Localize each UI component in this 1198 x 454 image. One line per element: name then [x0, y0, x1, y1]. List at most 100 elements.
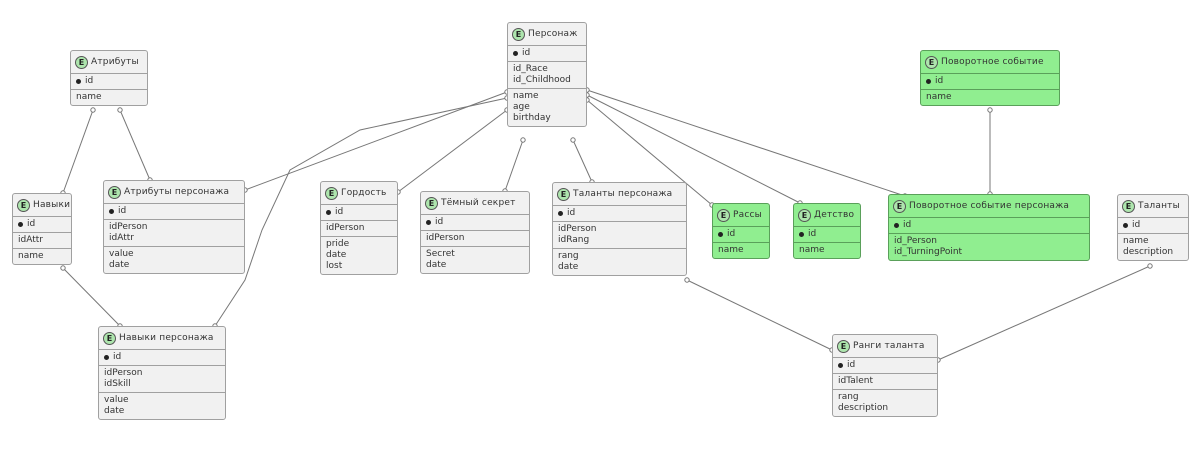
entity-title: Поворотное событие персонажа — [909, 201, 1070, 211]
relation-person-to-races — [586, 99, 713, 206]
primary-key-icon — [104, 355, 109, 360]
field: lost — [326, 261, 343, 271]
relation-person-talents-to-talent-ranks — [686, 279, 833, 351]
field: birthday — [513, 113, 551, 123]
primary-key-field: id — [567, 208, 576, 218]
entity-icon: E — [1122, 199, 1135, 213]
field: name — [718, 245, 744, 255]
field: name — [18, 251, 44, 261]
entity-icon: E — [103, 331, 116, 345]
entity-icon: E — [893, 199, 906, 213]
field: idPerson — [104, 368, 143, 378]
primary-key-field: id — [522, 48, 531, 58]
entity-icon: E — [512, 27, 525, 41]
primary-key-field: id — [85, 76, 94, 86]
entity-title: Навыки персонажа — [119, 333, 214, 343]
field: date — [109, 260, 130, 270]
field: name — [76, 92, 102, 102]
field: idSkill — [104, 379, 131, 389]
entity-title: Рассы — [733, 210, 762, 220]
primary-key-icon — [894, 223, 899, 228]
edge-endpoint-marker — [987, 107, 993, 113]
primary-key-field: id — [113, 352, 122, 362]
entity-title: Атрибуты — [91, 57, 139, 67]
entity-title: Детство — [814, 210, 855, 220]
primary-key-field: id — [935, 76, 944, 86]
edge-endpoint-marker — [684, 277, 690, 283]
edge-endpoint-marker — [520, 137, 526, 143]
field: name — [926, 92, 952, 102]
field: id_Race — [513, 64, 548, 74]
primary-key-field: id — [727, 229, 736, 239]
edge-endpoint-marker — [1147, 263, 1153, 269]
primary-key-icon — [326, 210, 331, 215]
field: date — [104, 406, 125, 416]
primary-key-field: id — [847, 360, 856, 370]
entity-icon: E — [17, 198, 30, 212]
entity-icon: E — [798, 208, 811, 222]
primary-key-icon — [109, 209, 114, 214]
entity-title: Ранги таланта — [853, 341, 925, 351]
relation-attributes-to-person-attributes — [119, 109, 151, 181]
primary-key-icon — [558, 211, 563, 216]
entity-title: Персонаж — [528, 29, 578, 39]
field: name — [799, 245, 825, 255]
entity-icon: E — [557, 187, 570, 201]
field: date — [558, 262, 579, 272]
field: date — [326, 250, 347, 260]
entity-icon: E — [925, 55, 938, 69]
field: Secret — [426, 249, 455, 259]
relation-person-to-person-skills — [214, 97, 508, 327]
entity-title: Таланты — [1138, 201, 1180, 211]
entity-title: Тёмный секрет — [441, 198, 516, 208]
field: idAttr — [18, 235, 43, 245]
field: description — [1123, 247, 1174, 257]
entity-title: Гордость — [341, 188, 387, 198]
field: idPerson — [109, 222, 148, 232]
field: idRang — [558, 235, 590, 245]
relation-person-to-dark-secret — [504, 139, 524, 192]
relation-attributes-to-skills — [62, 109, 94, 194]
field: rang — [838, 392, 859, 402]
primary-key-icon — [1123, 223, 1128, 228]
entity-title: Поворотное событие — [941, 57, 1044, 67]
field: description — [838, 403, 889, 413]
field: name — [513, 91, 539, 101]
field: idPerson — [426, 233, 465, 243]
primary-key-icon — [513, 51, 518, 56]
entity-icon: E — [75, 55, 88, 69]
field: idAttr — [109, 233, 134, 243]
primary-key-icon — [76, 79, 81, 84]
field: name — [1123, 236, 1149, 246]
field: id_Person — [894, 236, 937, 246]
field: age — [513, 102, 530, 112]
entity-icon: E — [837, 339, 850, 353]
primary-key-icon — [926, 79, 931, 84]
entity-icon: E — [325, 186, 338, 200]
relation-person-to-person-talents — [572, 139, 593, 183]
field: idPerson — [326, 223, 365, 233]
edge-endpoint-marker — [117, 107, 123, 113]
primary-key-field: id — [335, 207, 344, 217]
relation-talents-to-talent-ranks — [937, 265, 1151, 361]
edge-endpoint-marker — [570, 137, 576, 143]
primary-key-icon — [18, 222, 23, 227]
primary-key-icon — [718, 232, 723, 237]
field: idPerson — [558, 224, 597, 234]
primary-key-field: id — [118, 206, 127, 216]
field: value — [104, 395, 129, 405]
